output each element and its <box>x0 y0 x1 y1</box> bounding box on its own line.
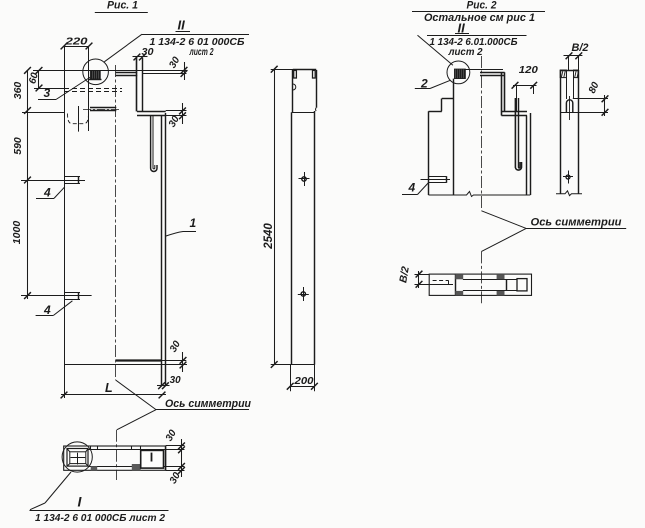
svg-text:Остальное см рис 1: Остальное см рис 1 <box>424 12 535 24</box>
svg-text:120: 120 <box>519 64 538 76</box>
svg-text:2: 2 <box>420 77 428 91</box>
svg-text:200: 200 <box>293 375 313 387</box>
svg-text:В/2: В/2 <box>572 42 589 54</box>
svg-text:30: 30 <box>142 47 154 58</box>
svg-text:1: 1 <box>190 216 197 230</box>
svg-text:360: 360 <box>12 82 24 100</box>
svg-text:3: 3 <box>44 86 51 100</box>
svg-text:Рис. 2: Рис. 2 <box>467 0 497 11</box>
svg-text:В/2: В/2 <box>397 265 412 283</box>
svg-text:II: II <box>458 20 466 35</box>
svg-text:1000: 1000 <box>11 221 23 245</box>
svg-text:Ось симметрии: Ось симметрии <box>531 216 622 228</box>
svg-text:590: 590 <box>12 137 24 155</box>
svg-text:L: L <box>105 381 113 395</box>
svg-text:60: 60 <box>27 71 41 85</box>
svg-text:220: 220 <box>64 36 87 48</box>
svg-text:1 134-2 6 01 000СБ: 1 134-2 6 01 000СБ <box>150 36 246 48</box>
svg-text:II: II <box>178 18 186 33</box>
svg-text:30: 30 <box>168 470 183 486</box>
svg-text:4: 4 <box>408 181 416 195</box>
svg-text:30: 30 <box>167 114 182 130</box>
svg-text:30: 30 <box>168 339 183 355</box>
svg-text:4: 4 <box>43 186 51 200</box>
svg-text:30: 30 <box>164 428 179 444</box>
svg-text:2540: 2540 <box>263 223 275 250</box>
svg-text:30: 30 <box>167 55 182 71</box>
svg-text:30: 30 <box>170 375 181 386</box>
svg-text:лист 2: лист 2 <box>189 46 214 58</box>
svg-text:Рис. 1: Рис. 1 <box>107 0 138 12</box>
svg-text:I: I <box>78 494 83 510</box>
svg-text:лист 2: лист 2 <box>448 46 483 58</box>
svg-text:1 134-2 6 01 000СБ лист 2: 1 134-2 6 01 000СБ лист 2 <box>35 512 165 524</box>
svg-text:1 134-2 6.01.000СБ: 1 134-2 6.01.000СБ <box>430 36 519 48</box>
svg-text:80: 80 <box>587 80 602 95</box>
svg-text:4: 4 <box>43 303 51 317</box>
svg-text:Ось симметрии: Ось симметрии <box>165 398 251 410</box>
